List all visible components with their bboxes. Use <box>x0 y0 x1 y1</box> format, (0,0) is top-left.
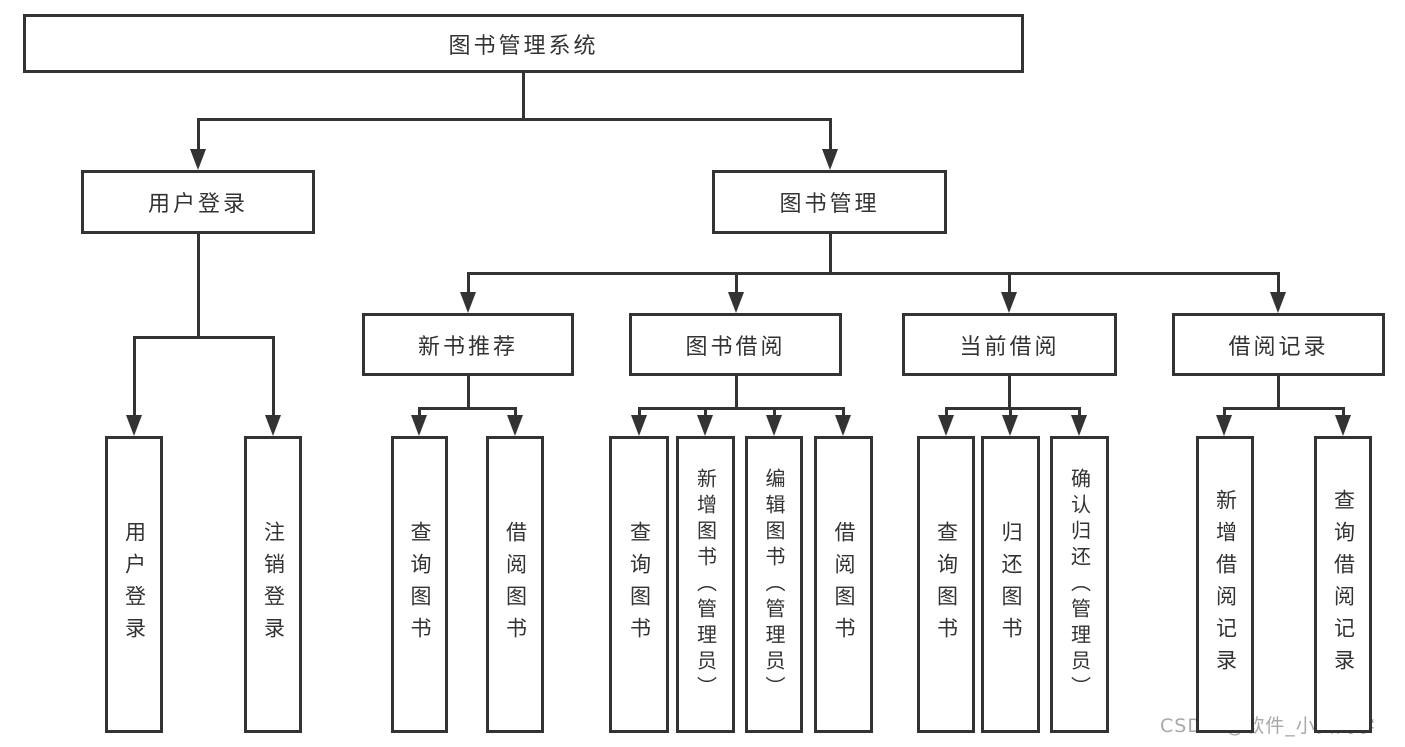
node-query-books-borrow: 查询图书 <box>609 436 669 733</box>
arrowhead-icon <box>1216 415 1232 436</box>
connector-child-user-login <box>271 336 275 418</box>
connector-child-book-management <box>1276 272 1280 295</box>
arrowhead-icon <box>507 415 523 436</box>
connector-child-new-book-recommend <box>417 407 421 418</box>
arrowhead-icon <box>1071 415 1087 436</box>
arrowhead-icon <box>190 149 206 170</box>
connector-branch-user-login <box>132 336 275 339</box>
arrowhead-icon <box>411 415 427 436</box>
connector-child-root <box>196 118 200 152</box>
node-user-login: 用户登录 <box>81 170 315 234</box>
node-current-borrow: 当前借阅 <box>902 313 1117 376</box>
connector-child-book-borrow <box>637 407 641 418</box>
connector-branch-root <box>196 118 832 121</box>
connector-branch-book-management <box>466 272 1280 275</box>
arrowhead-icon <box>1002 415 1018 436</box>
connector-child-current-borrow <box>1008 407 1012 418</box>
arrowhead-icon <box>697 415 713 436</box>
connector-child-book-management <box>1007 272 1011 295</box>
connector-child-current-borrow <box>944 407 948 418</box>
node-root: 图书管理系统 <box>23 14 1024 73</box>
connector-child-book-borrow <box>841 407 845 418</box>
node-confirm-return-admin: 确认归还（管理员） <box>1050 436 1109 733</box>
connector-branch-book-borrow <box>637 407 845 410</box>
node-logout-leaf: 注销登录 <box>244 436 302 733</box>
node-user-login-leaf: 用户登录 <box>105 436 163 733</box>
arrowhead-icon <box>728 292 744 313</box>
connector-child-book-management <box>734 272 738 295</box>
connector-child-book-borrow <box>703 407 707 418</box>
connector-branch-current-borrow <box>944 407 1081 410</box>
node-new-book-recommend: 新书推荐 <box>362 313 574 376</box>
arrowhead-icon <box>1270 292 1286 313</box>
node-return-books: 归还图书 <box>981 436 1040 733</box>
connector-child-new-book-recommend <box>513 407 517 418</box>
connector-drop-book-borrow <box>734 376 738 410</box>
connector-child-borrow-records <box>1222 407 1226 418</box>
node-query-borrow-record: 查询借阅记录 <box>1314 436 1372 733</box>
connector-child-book-borrow <box>772 407 776 418</box>
connector-drop-borrow-records <box>1276 376 1280 410</box>
node-book-borrow: 图书借阅 <box>629 313 842 376</box>
arrowhead-icon <box>822 149 838 170</box>
connector-child-book-management <box>466 272 470 295</box>
connector-child-root <box>828 118 832 152</box>
node-edit-books-admin: 编辑图书（管理员） <box>745 436 803 733</box>
connector-drop-new-book-recommend <box>466 376 470 410</box>
arrowhead-icon <box>265 415 281 436</box>
arrowhead-icon <box>835 415 851 436</box>
node-add-books-admin: 新增图书（管理员） <box>676 436 735 733</box>
connector-drop-user-login <box>196 234 200 339</box>
node-add-borrow-record: 新增借阅记录 <box>1196 436 1254 733</box>
connector-child-borrow-records <box>1341 407 1345 418</box>
node-borrow-records: 借阅记录 <box>1172 313 1385 376</box>
connector-branch-borrow-records <box>1222 407 1345 410</box>
node-borrow-books-borrow: 借阅图书 <box>814 436 873 733</box>
connector-drop-current-borrow <box>1007 376 1011 410</box>
node-query-books-recommend: 查询图书 <box>391 436 448 733</box>
arrowhead-icon <box>938 415 954 436</box>
arrowhead-icon <box>1001 292 1017 313</box>
connector-drop-root <box>521 73 525 121</box>
arrowhead-icon <box>460 292 476 313</box>
arrowhead-icon <box>631 415 647 436</box>
arrowhead-icon <box>1335 415 1351 436</box>
connector-child-current-borrow <box>1077 407 1081 418</box>
node-query-books-current: 查询图书 <box>917 436 975 733</box>
connector-drop-book-management <box>828 234 832 275</box>
connector-child-user-login <box>132 336 136 418</box>
arrowhead-icon <box>766 415 782 436</box>
arrowhead-icon <box>126 415 142 436</box>
connector-branch-new-book-recommend <box>417 407 517 410</box>
node-borrow-books-recommend: 借阅图书 <box>486 436 544 733</box>
node-book-management: 图书管理 <box>712 170 947 234</box>
